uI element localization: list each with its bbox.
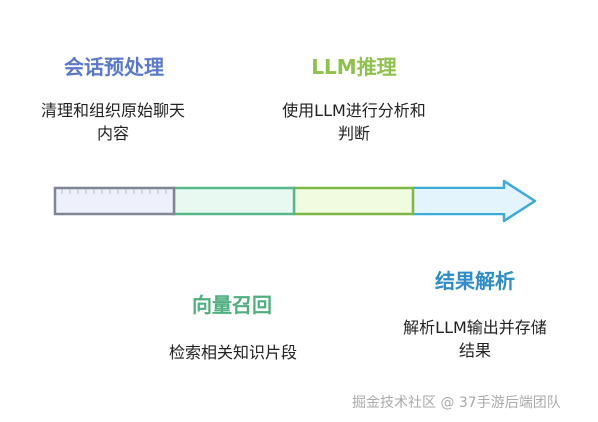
desc-line: 使用LLM进行分析和 [282, 101, 426, 120]
ruler-ticks [61, 189, 167, 194]
desc-line: 解析LLM输出并存储 [403, 318, 547, 337]
stage-desc-llm-inference: 使用LLM进行分析和 判断 [262, 99, 446, 145]
segment-result-parsing [413, 189, 505, 213]
desc-line: 检索相关知识片段 [168, 343, 297, 362]
stage-title-llm-inference: LLM推理 [311, 55, 397, 79]
stage-desc-vector-recall: 检索相关知识片段 [148, 341, 318, 364]
desc-line: 结果 [458, 341, 491, 360]
segment-vector-recall [292, 186, 415, 216]
stage-title-result-parsing: 结果解析 [435, 269, 515, 293]
stage-desc-preprocessing: 清理和组织原始聊天 内容 [20, 99, 206, 145]
segment-llm-inference [172, 186, 296, 216]
stage-desc-result-parsing: 解析LLM输出并存储 结果 [375, 316, 575, 362]
stage-title-preprocessing: 会话预处理 [64, 55, 164, 79]
desc-line: 清理和组织原始聊天 [40, 101, 185, 120]
desc-line: 判断 [337, 124, 370, 143]
stage-title-vector-recall: 向量召回 [192, 293, 272, 317]
watermark: 掘金技术社区 @ 37手游后端团队 [352, 395, 561, 411]
segment-preprocessing [53, 186, 176, 216]
desc-line: 内容 [96, 124, 129, 143]
